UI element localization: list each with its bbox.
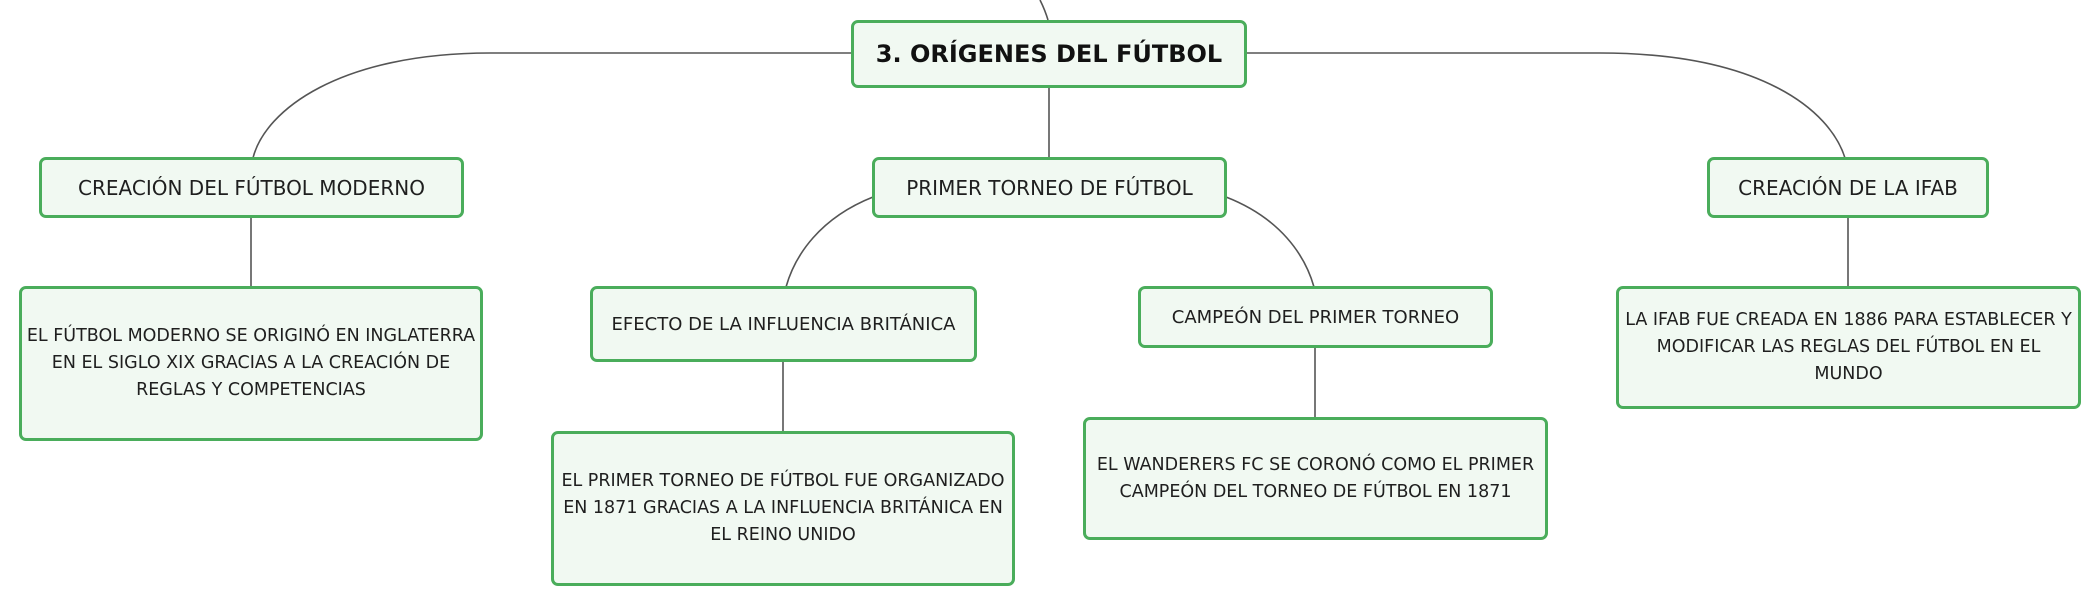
branch-node-label: PRIMER TORNEO DE FÚTBOL: [906, 175, 1193, 200]
connector-root-to-ifab: [1246, 52, 1846, 159]
connector-parent-root: [1039, 0, 1049, 21]
detail-node-text: LA IFAB FUE CREADA EN 1886 PARA ESTABLEC…: [1625, 310, 2072, 384]
connector-tournament-to-influence: [785, 196, 874, 288]
sub-node-label: EFECTO DE LA INFLUENCIA BRITÁNICA: [611, 313, 956, 335]
branch-node-label: CREACIÓN DEL FÚTBOL MODERNO: [78, 175, 425, 200]
sub-node-label: CAMPEÓN DEL PRIMER TORNEO: [1171, 306, 1460, 328]
connector-root-to-modern: [252, 52, 851, 159]
detail-node-ifab[interactable]: LA IFAB FUE CREADA EN 1886 PARA ESTABLEC…: [1616, 286, 2081, 409]
detail-node-british-influence[interactable]: EL PRIMER TORNEO DE FÚTBOL FUE ORGANIZAD…: [551, 431, 1015, 586]
branch-node-modern-football[interactable]: CREACIÓN DEL FÚTBOL MODERNO: [39, 157, 464, 218]
root-node-label: 3. ORÍGENES DEL FÚTBOL: [875, 40, 1223, 68]
root-node[interactable]: 3. ORÍGENES DEL FÚTBOL: [851, 20, 1247, 88]
detail-node-text: EL WANDERERS FC SE CORONÓ COMO EL PRIMER…: [1096, 454, 1535, 502]
detail-node-modern-football[interactable]: EL FÚTBOL MODERNO SE ORIGINÓ EN INGLATER…: [19, 286, 483, 441]
detail-node-text: EL FÚTBOL MODERNO SE ORIGINÓ EN INGLATER…: [26, 326, 476, 400]
sub-node-first-champion[interactable]: CAMPEÓN DEL PRIMER TORNEO: [1138, 286, 1493, 348]
detail-node-text: EL PRIMER TORNEO DE FÚTBOL FUE ORGANIZAD…: [561, 471, 1005, 545]
sub-node-british-influence[interactable]: EFECTO DE LA INFLUENCIA BRITÁNICA: [590, 286, 977, 362]
detail-node-first-champion[interactable]: EL WANDERERS FC SE CORONÓ COMO EL PRIMER…: [1083, 417, 1548, 540]
branch-node-ifab[interactable]: CREACIÓN DE LA IFAB: [1707, 157, 1989, 218]
connector-tournament-to-champion: [1225, 196, 1315, 288]
branch-node-first-tournament[interactable]: PRIMER TORNEO DE FÚTBOL: [872, 157, 1227, 218]
branch-node-label: CREACIÓN DE LA IFAB: [1738, 175, 1958, 200]
